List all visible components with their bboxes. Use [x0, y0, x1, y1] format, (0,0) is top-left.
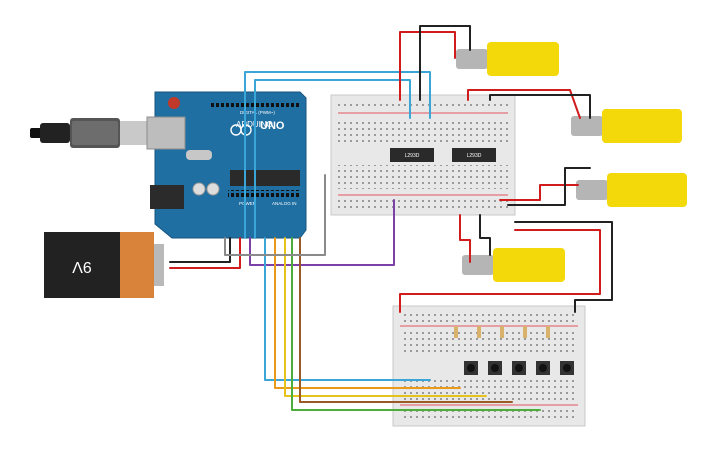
push-button-2: [488, 361, 502, 375]
driver-1-label: L293D: [405, 153, 420, 159]
dc-motor-1: [456, 42, 559, 76]
driver-2-label: L293D: [467, 153, 482, 159]
wire-red-motor3: [499, 184, 579, 201]
resistor-1: [454, 326, 458, 338]
wire-red-bottom: [399, 229, 601, 313]
wire-red-motor4: [459, 214, 471, 263]
battery-label: 9V: [72, 258, 92, 275]
wire-cyan-3: [264, 237, 431, 381]
wire-black-motor1: [419, 25, 471, 101]
wire-gray-1: [224, 174, 326, 256]
wire-black-motor3: [507, 167, 591, 206]
driver-chip-1: L293D: [390, 148, 434, 162]
push-button-4: [536, 361, 550, 375]
wire-red-motor2: [467, 89, 581, 119]
dc-motor-2: [571, 109, 682, 143]
arduino-model: UNO: [260, 120, 285, 132]
wire-black-bottom: [514, 221, 613, 313]
arduino-board: ARDUINO UNO DIGITAL (PWM~) POWER ANALOG …: [146, 91, 307, 239]
driver-chip-2: L293D: [452, 148, 496, 162]
wire-green-1: [291, 237, 541, 411]
digital-header-label: DIGITAL (PWM~): [240, 110, 275, 115]
resistor-3: [500, 326, 504, 338]
resistor-4: [523, 326, 527, 338]
wire-black-motor2: [489, 94, 591, 119]
dc-motor-4: [462, 248, 565, 282]
wire-purple-1: [249, 199, 395, 266]
push-button-5: [560, 361, 574, 375]
wire-brown-1: [299, 237, 513, 403]
wire-black-motor4: [479, 214, 491, 256]
push-button-3: [512, 361, 526, 375]
battery-9v: 9V: [44, 232, 164, 298]
resistor-5: [546, 326, 550, 338]
push-button-1: [464, 361, 478, 375]
wire-cyan-1: [244, 71, 431, 239]
wires: [169, 25, 613, 411]
wire-red-battery: [169, 237, 241, 269]
wire-red-motor1: [399, 31, 456, 101]
wire-orange-1: [274, 237, 461, 389]
dc-motor-3: [576, 173, 687, 207]
wire-yellow-1: [284, 237, 487, 397]
wire-cyan-2: [254, 79, 411, 239]
power-header-label: POWER: [239, 201, 257, 206]
analog-header-label: ANALOG IN: [272, 201, 297, 206]
usb-cable: [30, 118, 150, 148]
resistor-2: [477, 326, 481, 338]
wire-black-battery: [169, 237, 231, 263]
